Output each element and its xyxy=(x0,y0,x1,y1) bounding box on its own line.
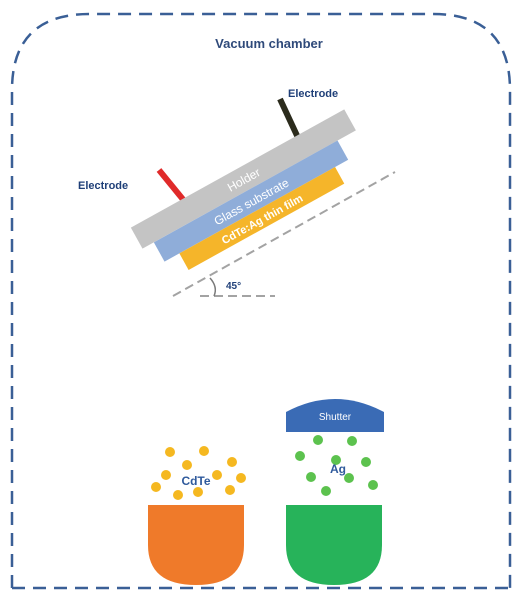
cdte-particle xyxy=(212,470,222,480)
electrode-label-right: Electrode xyxy=(288,88,338,100)
ag-source: Shutter Ag xyxy=(286,399,384,585)
shutter-label: Shutter xyxy=(319,412,352,423)
cdte-particle xyxy=(225,485,235,495)
ag-particle xyxy=(295,451,305,461)
ag-particle xyxy=(306,472,316,482)
angle-arc xyxy=(209,277,217,297)
cdte-crucible xyxy=(148,505,244,585)
cdte-particle xyxy=(236,473,246,483)
ag-particle xyxy=(361,457,371,467)
cdte-particle xyxy=(199,446,209,456)
ag-crucible xyxy=(286,505,382,585)
vacuum-chamber-border xyxy=(10,12,512,588)
cdte-particle xyxy=(173,490,183,500)
angle-label: 45° xyxy=(226,281,241,292)
ag-label: Ag xyxy=(330,462,346,476)
right-electrode xyxy=(277,97,303,144)
chamber-title: Vacuum chamber xyxy=(215,36,323,51)
ag-particle xyxy=(368,480,378,490)
ag-particles xyxy=(295,435,378,496)
cdte-particle xyxy=(151,482,161,492)
cdte-particle xyxy=(165,447,175,457)
shutter xyxy=(286,399,384,432)
thin-film-layer xyxy=(179,167,345,270)
ag-particle xyxy=(321,486,331,496)
cdte-source: CdTe xyxy=(148,446,246,585)
ag-particle xyxy=(344,473,354,483)
cdte-label: CdTe xyxy=(181,474,210,488)
glass-substrate-layer xyxy=(153,140,349,262)
cdte-particle xyxy=(182,460,192,470)
cdte-particle xyxy=(193,487,203,497)
cdte-particles xyxy=(151,446,246,500)
holder-layer xyxy=(130,109,356,249)
cdte-particle xyxy=(161,470,171,480)
substrate-stack: Holder Glass substrate CdTe:Ag thin film xyxy=(130,109,356,270)
cdte-particle xyxy=(227,457,237,467)
electrode-label-left: Electrode xyxy=(78,180,128,192)
ag-particle xyxy=(331,455,341,465)
angle-reference-tilted xyxy=(172,171,396,297)
ag-particle xyxy=(347,436,357,446)
ag-particle xyxy=(313,435,323,445)
